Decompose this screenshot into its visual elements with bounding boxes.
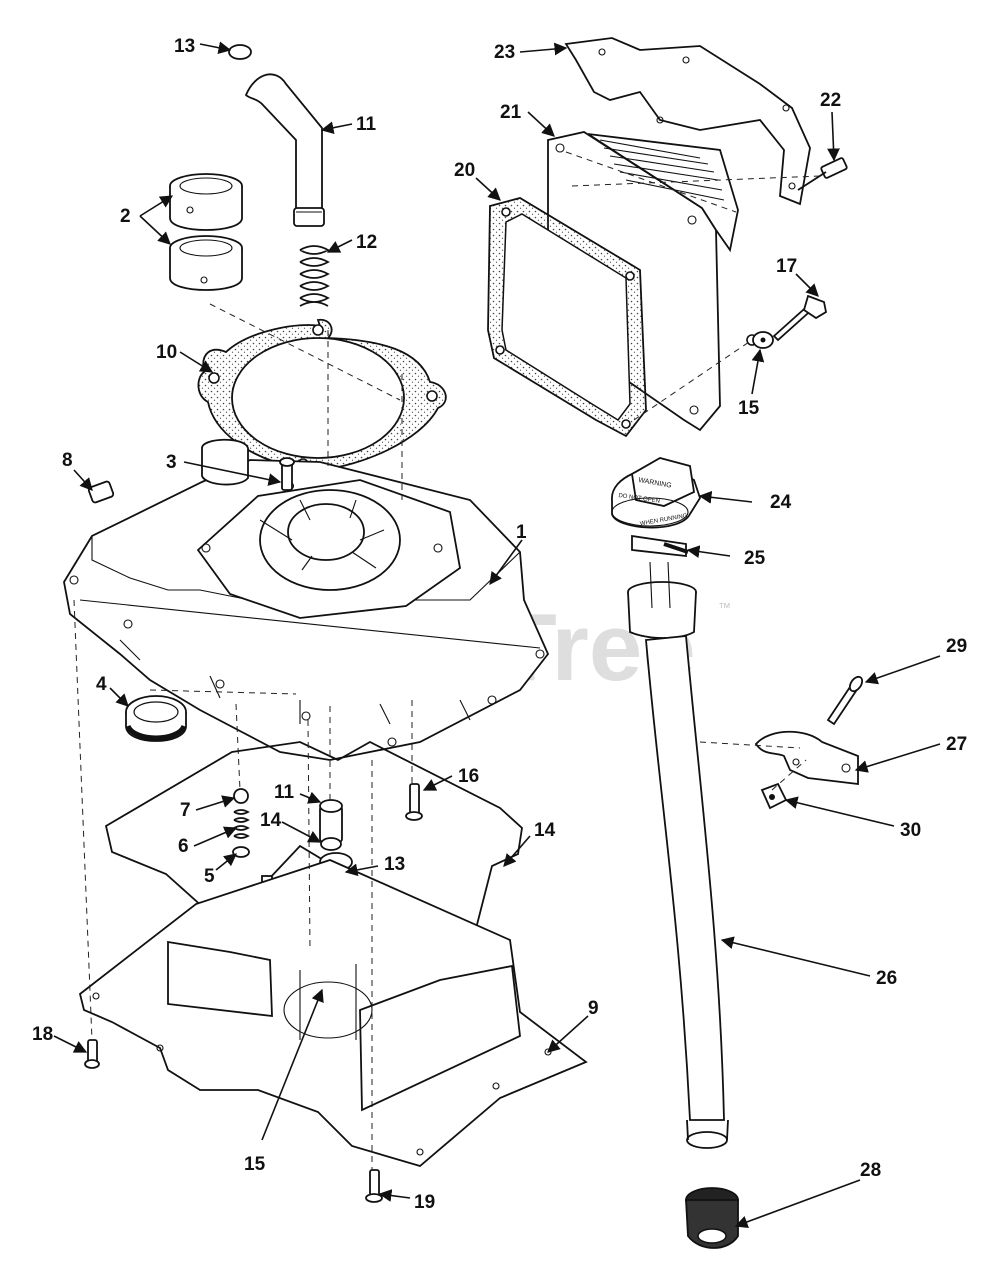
part-14-o-ring-top [228,44,252,60]
callout-11-lower: 11 [274,782,295,803]
trademark-symbol: ™ [718,600,731,615]
callout-22: 20 [454,160,475,181]
callout-18: 16 [458,766,479,787]
part-17-washer [752,331,774,349]
callout-17: 15 [738,398,760,419]
part-27-dipstick-seal [631,534,689,558]
callout-14-lower: 14 [260,810,282,831]
callout-30: 28 [860,1160,881,1181]
callout-1: 1 [516,522,527,543]
callout-2: 2 [120,206,131,227]
part-8-plug [87,480,115,504]
callout-13: 13 [384,854,405,875]
part-12-spring [299,245,330,307]
callout-28: 26 [876,968,897,989]
part-3-screw [279,457,295,491]
callout-27: 25 [744,548,766,569]
part-14-o-ring-lower [320,837,342,851]
part-9-base-plate [78,859,588,1168]
part-7-ball [233,788,249,804]
callout-arrows [53,41,941,1228]
callout-10: 10 [156,342,177,363]
part-25-shroud [564,37,811,206]
callout-15: 15 [244,1154,266,1175]
part-21-screw [365,1169,383,1203]
part-30-grommet [685,1187,739,1249]
callout-32: 30 [900,820,921,841]
part-11-breather-tube-lower [319,799,343,843]
part-22-cover-gasket [487,197,647,438]
part-11-breather-tube [244,73,325,227]
part-2-bushings [169,173,243,291]
callout-31: 29 [946,636,967,657]
callout-9: 9 [588,998,599,1019]
callout-14-top: 13 [174,36,195,57]
callout-26: 24 [770,492,792,513]
part-26-dipstick-cap: WARNING DO NOT OPEN WHEN RUNNING [611,457,701,529]
callout-29: 27 [946,734,967,755]
callout-11-top: 11 [356,114,377,135]
callout-7: 7 [180,800,191,821]
callout-25: 23 [494,42,515,63]
callout-4: 4 [96,674,107,695]
part-20-screw [84,1039,100,1069]
callout-19: 17 [776,256,797,277]
callout-6: 6 [178,836,189,857]
callout-20: 18 [32,1024,53,1045]
callout-12: 12 [356,232,377,253]
part-31-screw [826,675,864,726]
callout-21: 19 [414,1192,435,1213]
part-29-clamp [754,730,859,786]
callout-5: 5 [204,866,215,887]
callout-23: 21 [500,102,522,123]
callout-3: 3 [166,452,177,473]
callout-16: 14 [534,820,556,841]
callout-24: 22 [820,90,841,111]
callout-labels: 13 11 2 12 10 3 8 23 21 20 22 17 15 24 2… [32,36,967,1213]
part-18-screw [405,783,423,821]
part-6-relief-spring [233,809,250,839]
cap-caution-text: DO NOT OPEN [618,493,660,505]
part-28-fill-tube [627,561,729,1149]
alignment-lines [73,151,821,1170]
callout-8: 8 [62,450,73,471]
part-10-gasket [197,318,447,478]
part-24-screw [797,157,848,191]
part-5-retainer [232,846,250,858]
part-4-oil-seal [125,695,187,742]
part-19-bolt [772,294,828,342]
